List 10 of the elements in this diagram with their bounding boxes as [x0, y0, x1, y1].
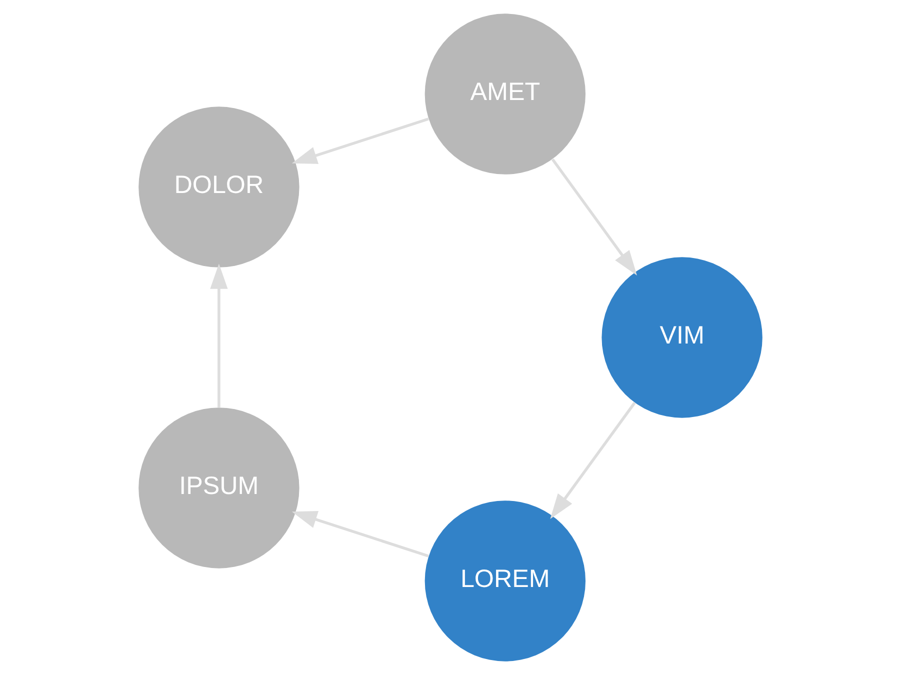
arrow [550, 158, 636, 276]
arrow [210, 264, 228, 408]
node-circle: DOLOR [138, 106, 299, 268]
node-circle: LOREM [424, 500, 586, 662]
arrow [291, 511, 428, 558]
node-circle: AMET [424, 14, 586, 174]
node-circle: IPSUM [138, 408, 299, 568]
arrow [550, 402, 636, 519]
node-circle: VIM [601, 257, 762, 418]
arrow [291, 118, 428, 164]
